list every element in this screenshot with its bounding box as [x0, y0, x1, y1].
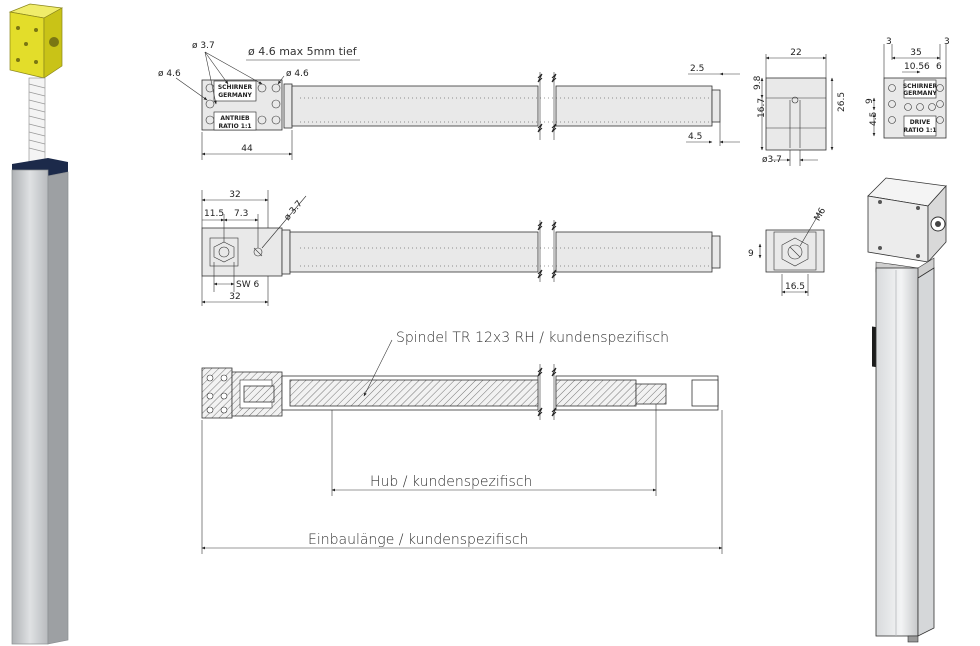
dim-d37-b: ø 3.7: [283, 199, 305, 223]
spindle-label: Spindel TR 12x3 RH / kundenspezifisch: [396, 330, 669, 346]
dim-73: 7.3: [234, 209, 248, 219]
dim-d46-b: ø 4.6: [286, 69, 309, 79]
dim-3-a: 3: [886, 37, 892, 47]
top-view-drawing: SCHIRNER GERMANY ANTRIEB RATIO 1:1 44 ø …: [158, 41, 740, 160]
dim-6-b: 6: [936, 62, 942, 72]
dim-9-a: 9: [748, 249, 754, 259]
dim-9-b: 9: [865, 98, 875, 104]
dim-265: 26.5: [837, 92, 847, 112]
installation-length-label: Einbaulänge / kundenspezifisch: [308, 532, 528, 548]
actuator-3d-render-left: [8, 3, 69, 645]
dim-45-a: 4.5: [688, 132, 702, 142]
dim-25: 2.5: [690, 64, 704, 74]
dim-d37-c: ø3.7: [762, 155, 782, 165]
dim-167: 16.7: [757, 98, 767, 118]
dim-45-b: 4.5: [869, 112, 879, 126]
dim-98: 9.8: [753, 75, 763, 90]
bore-depth-note: ø 4.6 max 5mm tief: [248, 45, 358, 58]
dim-32-b: 32: [229, 292, 240, 302]
end-view-square: 22 9.8 16.7 26.5 ø3.7: [753, 48, 847, 166]
plate-a-line2: GERMANY: [218, 92, 252, 99]
plate-b-line2: GERMANY: [903, 90, 937, 97]
plate-a-line1: SCHIRNER: [218, 84, 253, 91]
dim-105: 10.5: [904, 62, 924, 72]
dim-32-a: 32: [229, 190, 240, 200]
dim-22: 22: [790, 48, 801, 58]
end-view-hex: M6 9 16.5: [748, 206, 828, 296]
dim-165: 16.5: [785, 282, 805, 292]
side-view-drawing: 32 11.5 7.3 ø 3.7 SW 6 32: [201, 190, 721, 306]
dim-d37-a: ø 3.7: [192, 41, 215, 51]
plate-b-line1: SCHIRNER: [903, 83, 938, 90]
plate-a-line3: ANTRIEB: [220, 115, 250, 122]
dim-sw6: SW 6: [236, 280, 259, 290]
plate-a-line4: RATIO 1:1: [218, 123, 251, 130]
plate-b-line4: RATIO 1:1: [903, 127, 936, 134]
gearbox-face-view: SCHIRNER GERMANY DRIVE RATIO 1:1 3 3 35 …: [865, 37, 950, 139]
actuator-3d-render-right: [867, 177, 947, 643]
plate-b-line3: DRIVE: [910, 119, 931, 126]
dim-6-a: 6: [924, 62, 930, 72]
dim-3-b: 3: [944, 37, 950, 47]
dim-115: 11.5: [204, 209, 224, 219]
dim-35: 35: [910, 48, 921, 58]
section-view-drawing: Spindel TR 12x3 RH / kundenspezifisch Hu…: [201, 330, 723, 554]
dim-44: 44: [241, 144, 253, 154]
stroke-label: Hub / kundenspezifisch: [370, 474, 532, 490]
dim-d46-a: ø 4.6: [158, 69, 181, 79]
